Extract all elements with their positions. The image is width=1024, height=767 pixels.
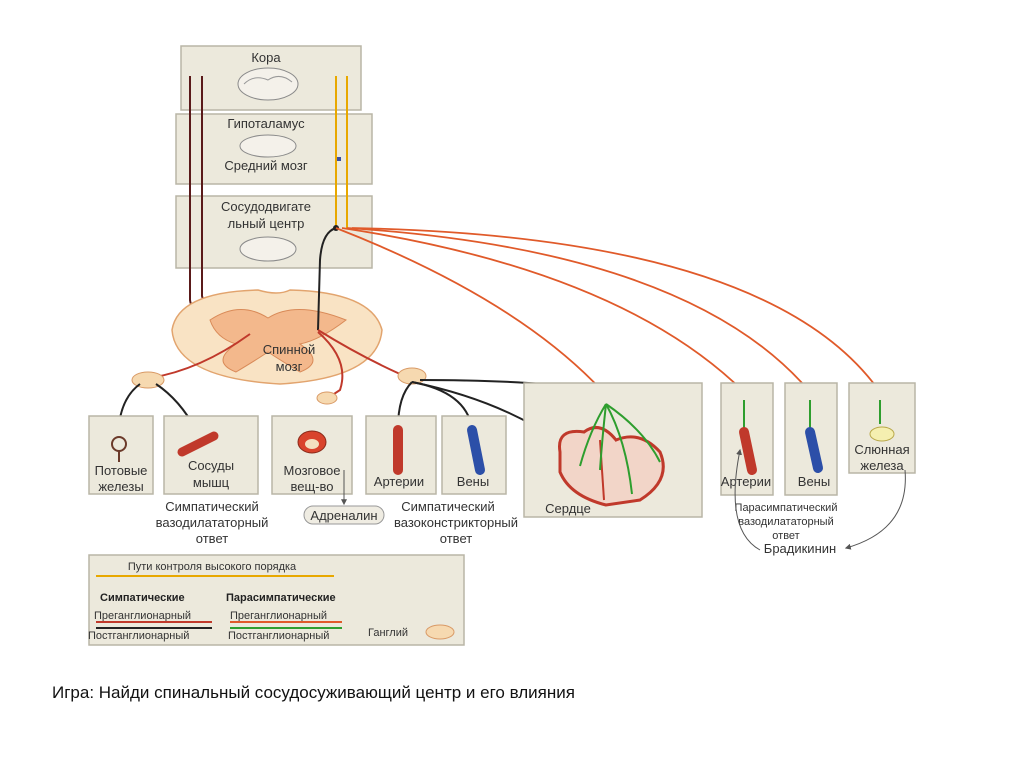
legend-ganglion: Ганглий: [368, 627, 408, 639]
vasomotor-brain-icon: [239, 236, 297, 262]
arteries-label: Артерии: [374, 474, 424, 489]
para-label-3: ответ: [772, 530, 799, 542]
midbrain-label: Средний мозг: [224, 158, 307, 173]
muscle-vessel-icon: [177, 431, 219, 457]
legend-box: [88, 554, 465, 646]
salivary-label-1: Слюнная: [854, 442, 909, 457]
legend-post-para: Постганглионарный: [228, 630, 329, 642]
sweat-gland-icon: [111, 436, 127, 462]
sweat-glands-box: [88, 415, 154, 495]
salivary-gland-icon: [869, 426, 895, 442]
symp-con-label-3: ответ: [440, 531, 472, 546]
vein-icon: [467, 425, 485, 475]
heart-parasympathetic-fibers: [579, 403, 661, 495]
legend-pre-para: Преганглионарный: [230, 610, 327, 622]
bradykinin-arrow-right: [844, 469, 906, 550]
symp-con-label-2: вазоконстрикторный: [394, 515, 518, 530]
hypothalamus-label: Гипоталамус: [227, 116, 305, 131]
legend-higher-paths: Пути контроля высокого порядка: [128, 561, 297, 573]
spinal-cord: [171, 289, 383, 385]
adrenaline-pill: [303, 505, 385, 525]
vasomotor-label-2: льный центр: [228, 216, 305, 231]
legend-pre-symp: Преганглионарный: [94, 610, 191, 622]
para-vein-icon: [805, 427, 823, 473]
sweat-label-1: Потовые: [95, 463, 148, 478]
symp-dil-label-3: ответ: [196, 531, 228, 546]
midbrain-marker: [337, 157, 341, 161]
legend-ganglion-icon: [425, 624, 455, 640]
muscle-label-1: Сосуды: [188, 458, 234, 473]
hypothalamus-brain-icon: [239, 134, 297, 158]
para-artery-icon: [739, 427, 757, 475]
spinal-label-1: Спинной: [263, 342, 316, 357]
cortex-brain-icon: [237, 67, 299, 101]
symp-dil-label-1: Симпатический: [165, 499, 259, 514]
para-label-2: вазодилататорный: [738, 516, 833, 528]
medulla-label-2: вещ-во: [290, 479, 333, 494]
legend-sympathetic: Симпатические: [100, 592, 185, 604]
salivary-label-2: железа: [860, 458, 904, 473]
legend-post-symp: Постганглионарный: [88, 630, 189, 642]
symp-con-label-1: Симпатический: [401, 499, 495, 514]
para-label-1: Парасимпатический: [735, 502, 838, 514]
veins-label: Вены: [457, 474, 489, 489]
para-arteries-label: Артерии: [721, 474, 771, 489]
legend-parasympathetic: Парасимпатические: [226, 592, 336, 604]
para-veins-label: Вены: [798, 474, 830, 489]
adrenaline-label: Адреналин: [310, 508, 377, 523]
adrenal-gland-icon: [297, 430, 327, 454]
heart-label: Сердце: [545, 501, 591, 516]
caption: Игра: Найди спинальный сосудосуживающий …: [52, 683, 575, 702]
bradykinin-label: Брадикинин: [764, 541, 836, 556]
vasomotor-label-1: Сосудодвигате: [221, 199, 311, 214]
bradykinin-arrow-left: [734, 448, 761, 551]
spinal-label-2: мозг: [276, 359, 303, 374]
parasympathetic-preganglionic: [335, 227, 881, 396]
adrenal-medulla-box: [271, 415, 353, 495]
sweat-label-2: железы: [98, 479, 143, 494]
medulla-label-1: Мозговое: [284, 463, 341, 478]
cortex-label: Кора: [251, 50, 281, 65]
vasomotor-center-box: [175, 195, 373, 269]
symp-dil-label-2: вазодилататорный: [156, 515, 269, 530]
muscle-label-2: мышц: [193, 475, 230, 490]
